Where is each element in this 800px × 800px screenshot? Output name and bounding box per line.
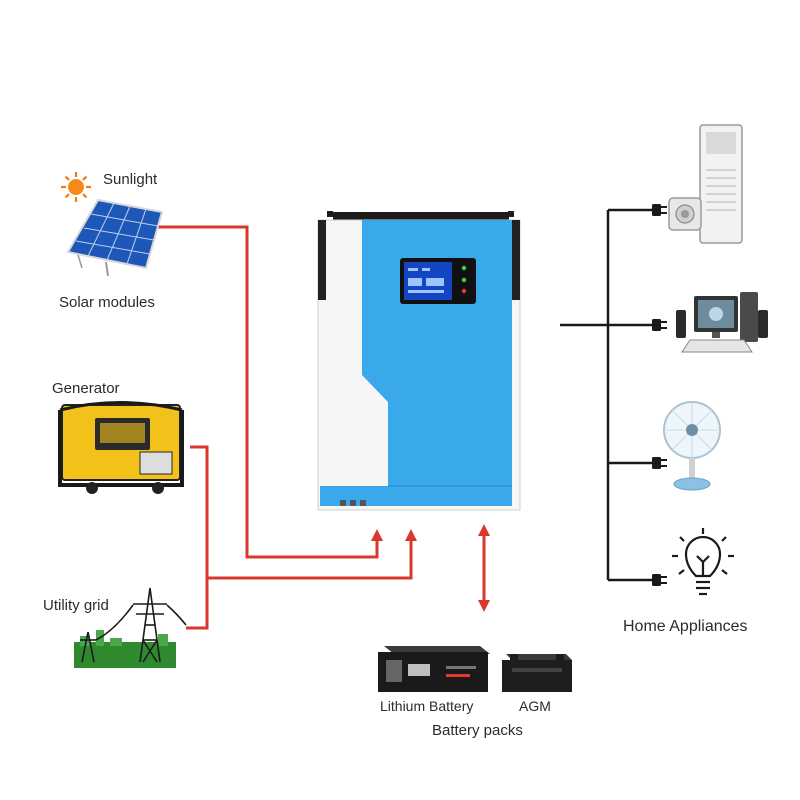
sunlight-label: Sunlight: [103, 171, 158, 188]
solar-to-inverter-line: [158, 225, 383, 559]
air-conditioner: [668, 124, 743, 244]
utility-grid-label: Utility grid: [43, 597, 109, 614]
grid-to-inverter-line: [186, 578, 209, 630]
generator-label: Generator: [52, 380, 120, 397]
load-bus: [560, 208, 655, 582]
generator-icon: [58, 401, 184, 494]
plug-icon: [652, 204, 667, 586]
home-appliances-label: Home Appliances: [623, 618, 748, 635]
electric-fan: [663, 401, 721, 491]
sun-icon: [61, 172, 91, 202]
solar-panel-icon: [66, 198, 164, 277]
lithium-battery-icon: [378, 646, 490, 692]
hybrid-inverter-icon: [317, 211, 521, 511]
agm-label: AGM: [519, 698, 551, 714]
agm-battery-icon: [502, 654, 572, 692]
battery-packs-label: Battery packs: [432, 722, 523, 739]
desktop-computer: [676, 292, 768, 353]
power-pylon-icon: [74, 587, 187, 668]
lithium-battery-label: Lithium Battery: [380, 698, 474, 714]
light-bulb: [672, 528, 734, 596]
input-lines: [158, 225, 490, 630]
solar-modules-label: Solar modules: [59, 294, 155, 311]
